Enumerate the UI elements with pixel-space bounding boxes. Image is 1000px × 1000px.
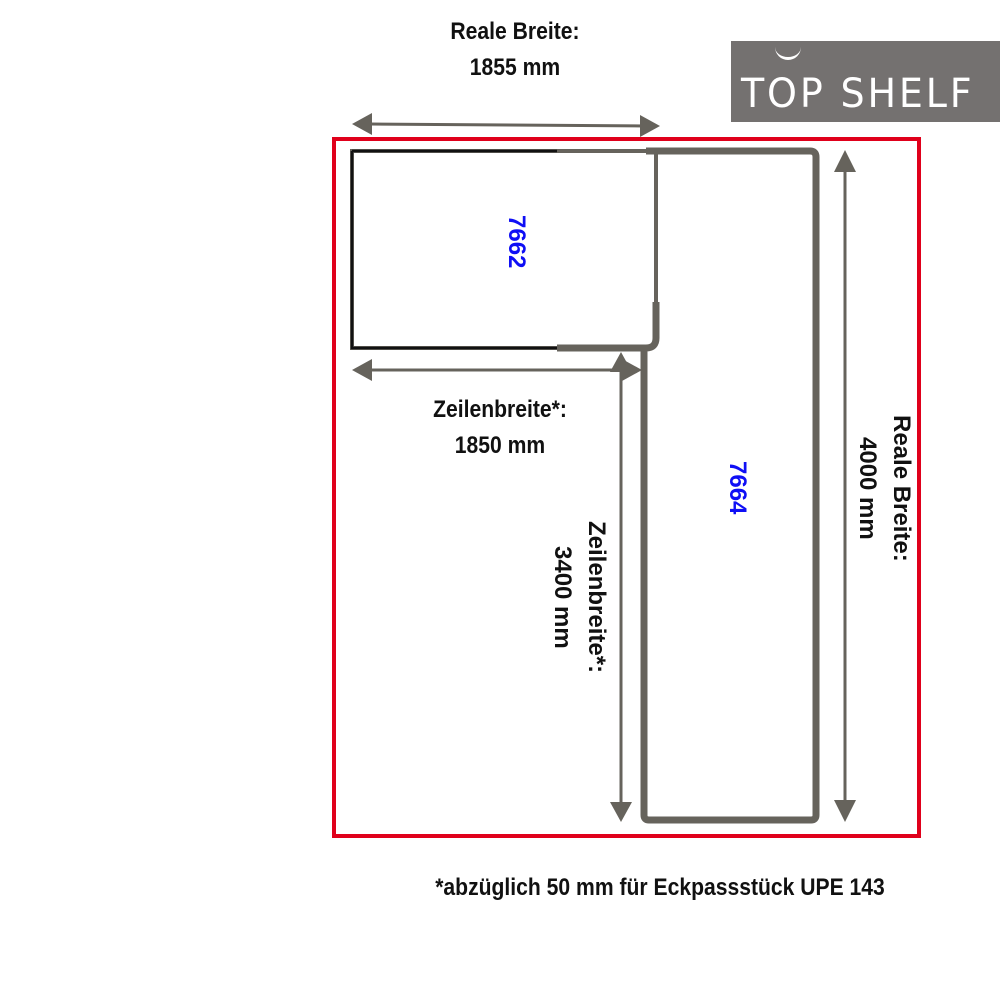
- right-dimension-label: Reale Breite: 4000 mm: [850, 408, 918, 568]
- row-dimension-label: Zeilenbreite*: 1850 mm: [394, 392, 605, 464]
- top-dimension-label: Reale Breite: 1855 mm: [414, 14, 616, 86]
- brand-logo: TOP SHELF: [731, 41, 1000, 122]
- top-dimension-value: 1855 mm: [469, 54, 561, 81]
- logo-text: TOP SHELF: [741, 71, 975, 117]
- right-dimension-value: 4000 mm: [854, 436, 881, 540]
- vertical-row-dimension-label: Zeilenbreite*: 3400 mm: [545, 512, 613, 682]
- vertical-row-dimension-value: 3400 mm: [549, 545, 576, 649]
- top-dimension-title: Reale Breite:: [450, 18, 580, 45]
- room-frame: [332, 137, 921, 838]
- dimension-arrow-row: [352, 359, 642, 381]
- module-code-7664: 7664: [724, 461, 751, 515]
- module-code-7662: 7662: [503, 215, 530, 269]
- row-dimension-title: Zeilenbreite*:: [433, 396, 567, 423]
- dimension-arrow-vertical-row: [610, 352, 632, 822]
- footnote: *abzüglich 50 mm für Eckpassstück UPE 14…: [435, 874, 885, 901]
- dimension-arrow-right: [834, 150, 856, 822]
- row-dimension-value: 1850 mm: [454, 432, 546, 459]
- shelf-module-7664: [640, 147, 820, 824]
- vertical-row-dimension-title: Zeilenbreite*:: [583, 520, 610, 674]
- dimension-arrow-top: [352, 113, 660, 137]
- right-dimension-title: Reale Breite:: [888, 414, 915, 562]
- logo-smile-icon: [775, 45, 801, 60]
